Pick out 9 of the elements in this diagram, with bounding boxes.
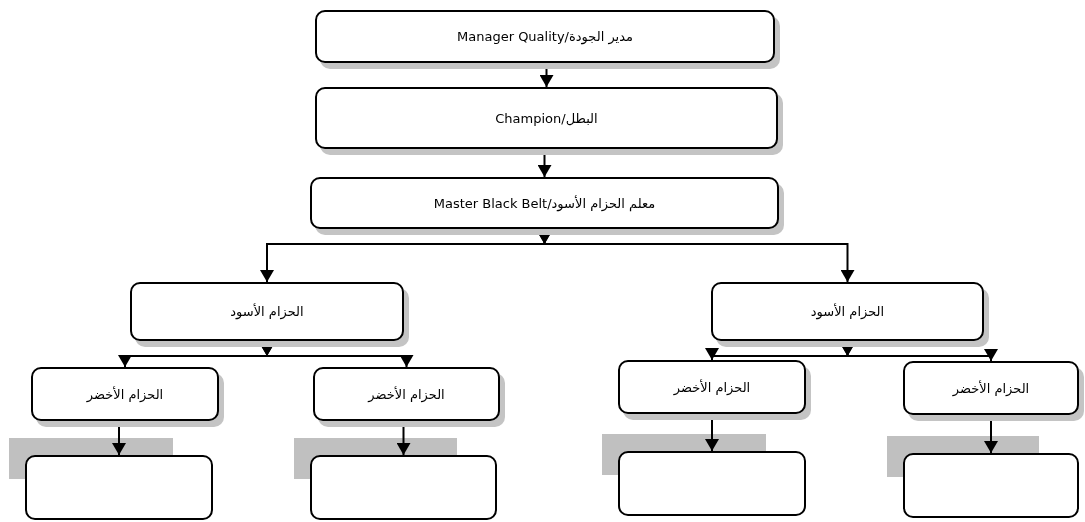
- role-label: البطل/Champion: [495, 110, 598, 126]
- role-label: الحزام الأخضر: [952, 380, 1030, 396]
- role-label: الحزام الأسود: [810, 304, 885, 319]
- role-label: الحزام الأسود: [230, 304, 304, 319]
- role-label: الحزام الأخضر: [673, 379, 751, 395]
- role-label: الحزام الأخضر: [86, 386, 164, 402]
- role-label: الحزام الأخضر: [368, 386, 445, 402]
- role-label: معلم الحزام الأسود/Master Black Belt: [433, 195, 656, 211]
- role-label: مدير الجودة/Manager Quality: [457, 29, 633, 44]
